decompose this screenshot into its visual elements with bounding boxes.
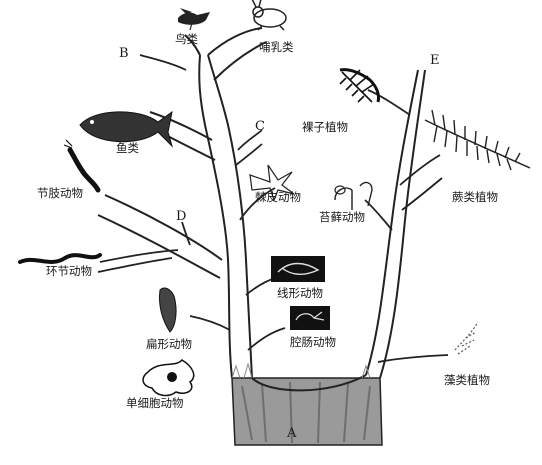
label-fern: 蕨类植物 <box>452 192 498 204</box>
moss-icon <box>335 183 372 210</box>
label-annelid: 环节动物 <box>46 266 92 278</box>
hydra-icon <box>290 306 330 330</box>
label-nematode: 线形动物 <box>277 288 323 300</box>
label-arthropod: 节肢动物 <box>37 188 83 200</box>
label-mammal: 哺乳类 <box>259 42 294 54</box>
branch-arthropod <box>98 195 222 278</box>
nematode-icon <box>271 256 325 282</box>
label-platyhelminth: 扁形动物 <box>146 339 192 351</box>
fern-icon <box>425 110 530 170</box>
branch-gymnosperm <box>368 90 410 115</box>
branch-C <box>236 130 262 165</box>
flatworm-icon <box>159 288 176 332</box>
branch-D <box>182 222 190 245</box>
label-gymnosperm: 裸子植物 <box>302 122 348 134</box>
amoeba-icon <box>143 360 194 395</box>
label-bryophyte: 苔藓动物 <box>319 212 365 224</box>
tree-trunk <box>232 378 382 445</box>
label-protozoan: 单细胞动物 <box>126 398 184 410</box>
label-algae: 藻类植物 <box>444 375 490 387</box>
letter-B: B <box>119 47 129 60</box>
branch-flatworm <box>190 316 230 330</box>
branch-annelid <box>98 250 178 272</box>
branch-cnidarian <box>248 328 285 350</box>
worm-icon <box>20 255 100 262</box>
algae-icon <box>455 322 478 354</box>
rabbit-icon <box>252 0 286 30</box>
letter-A: A <box>287 427 296 440</box>
letter-D: D <box>176 210 186 223</box>
letter-C: C <box>255 120 265 133</box>
branch-mammal <box>208 28 266 80</box>
branch-reptile-B <box>140 55 186 70</box>
animal-main-branch <box>199 55 232 378</box>
label-cnidarian: 腔肠动物 <box>290 337 336 349</box>
branch-fish <box>150 112 215 160</box>
branch-algae <box>378 355 448 362</box>
arthropod-icon <box>64 140 98 190</box>
bird-icon <box>178 8 210 30</box>
label-echinoderm: 棘皮动物 <box>255 192 301 204</box>
label-fish: 鱼类 <box>116 143 139 155</box>
letter-E: E <box>430 54 440 67</box>
label-bird: 鸟类 <box>175 34 198 46</box>
conifer-icon <box>340 70 379 102</box>
